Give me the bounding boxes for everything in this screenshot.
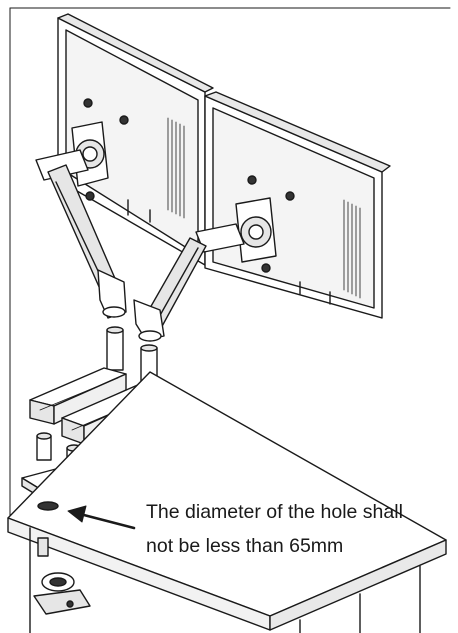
right-monitor bbox=[204, 91, 391, 319]
left-monitor-vents bbox=[167, 117, 185, 219]
screw-icon bbox=[261, 263, 271, 273]
right-monitor-vents bbox=[343, 199, 361, 299]
hole-diameter-note: The diameter of the hole shall not be le… bbox=[146, 495, 456, 563]
pointer-arrow-icon bbox=[67, 505, 136, 530]
screw-icon bbox=[85, 191, 95, 201]
screw-icon bbox=[83, 98, 93, 108]
grommet-hole bbox=[37, 501, 59, 511]
left-monitor bbox=[57, 13, 214, 266]
under-desk-clamp bbox=[33, 537, 91, 615]
screw-icon bbox=[285, 191, 295, 201]
right-gas-spring-arm bbox=[133, 223, 245, 342]
note-line-2: not be less than 65mm bbox=[146, 535, 344, 557]
desk bbox=[7, 371, 447, 633]
right-vesa-plate bbox=[235, 197, 277, 263]
note-line-1: The diameter of the hole shall bbox=[146, 501, 403, 523]
left-gas-spring-arm bbox=[35, 149, 127, 319]
screw-icon bbox=[247, 175, 257, 185]
screw-icon bbox=[119, 115, 129, 125]
wall-lines bbox=[9, 7, 451, 521]
